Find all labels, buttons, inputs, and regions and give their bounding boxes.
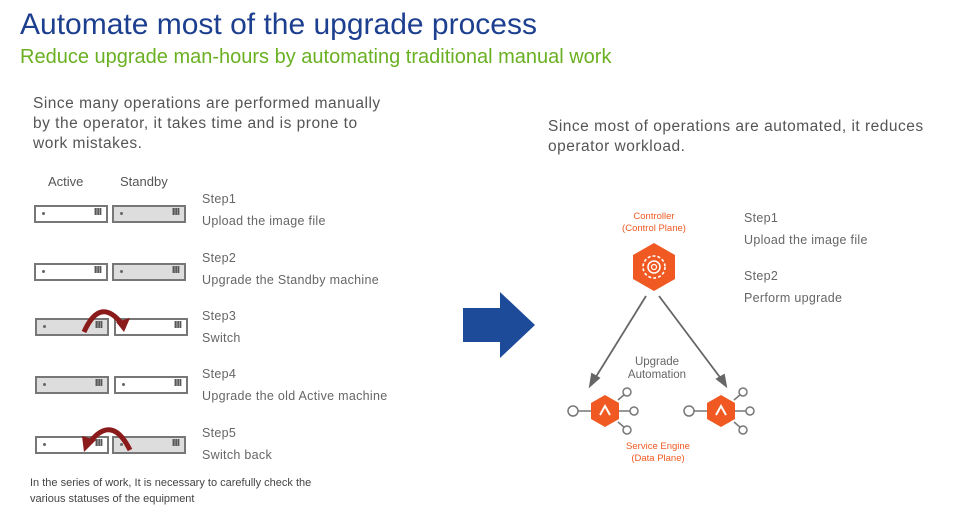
controller-label: Controller	[633, 211, 675, 222]
step-description: Perform upgrade	[744, 291, 843, 305]
switch-back-arrowhead-icon	[82, 436, 96, 452]
standby-server	[114, 376, 188, 394]
engine-sublabel: (Data Plane)	[631, 453, 685, 464]
step-description: Upload the image file	[202, 214, 326, 228]
step-description: Upgrade the Standby machine	[202, 273, 379, 287]
active-server	[35, 376, 109, 394]
controller-icon	[633, 243, 675, 291]
step-label: Step2	[744, 269, 779, 283]
step-description: Switch	[202, 331, 241, 345]
right-intro: Since most of operations are automated, …	[548, 118, 924, 155]
left-note: In the series of work, It is necessary t…	[30, 477, 312, 505]
slide-title: Automate most of the upgrade process	[20, 8, 537, 41]
step-label: Step1	[744, 211, 779, 225]
standby-header: Standby	[120, 174, 168, 189]
switch-arrow-icon	[81, 309, 124, 334]
step-label: Step5	[202, 426, 237, 440]
step-label: Step4	[202, 367, 237, 381]
automation-arrows	[588, 295, 728, 389]
active-server	[34, 205, 108, 223]
engine-label: Service Engine	[626, 441, 690, 452]
step-description: Upload the image file	[744, 233, 868, 247]
step-description: Upgrade the old Active machine	[202, 389, 388, 403]
switch-back-arrow-icon	[88, 427, 133, 452]
standby-server	[112, 205, 186, 223]
switch-arrowhead-icon	[116, 318, 130, 332]
transition-arrow-icon	[463, 292, 535, 358]
upgrade-automation-label: Upgrade Automation	[627, 356, 687, 381]
service-engine-icon-left	[567, 387, 639, 435]
active-header: Active	[48, 174, 84, 189]
controller-sublabel: (Control Plane)	[622, 223, 686, 234]
left-intro: Since many operations are performed manu…	[33, 95, 381, 152]
step-description: Switch back	[202, 448, 272, 462]
standby-server	[114, 318, 188, 336]
step-label: Step1	[202, 192, 237, 206]
active-server	[34, 263, 108, 281]
standby-server	[112, 263, 186, 281]
step-label: Step2	[202, 251, 237, 265]
step-label: Step3	[202, 309, 237, 323]
service-engine-icon-right	[683, 387, 755, 435]
slide-subtitle: Reduce upgrade man-hours by automating t…	[20, 46, 612, 68]
